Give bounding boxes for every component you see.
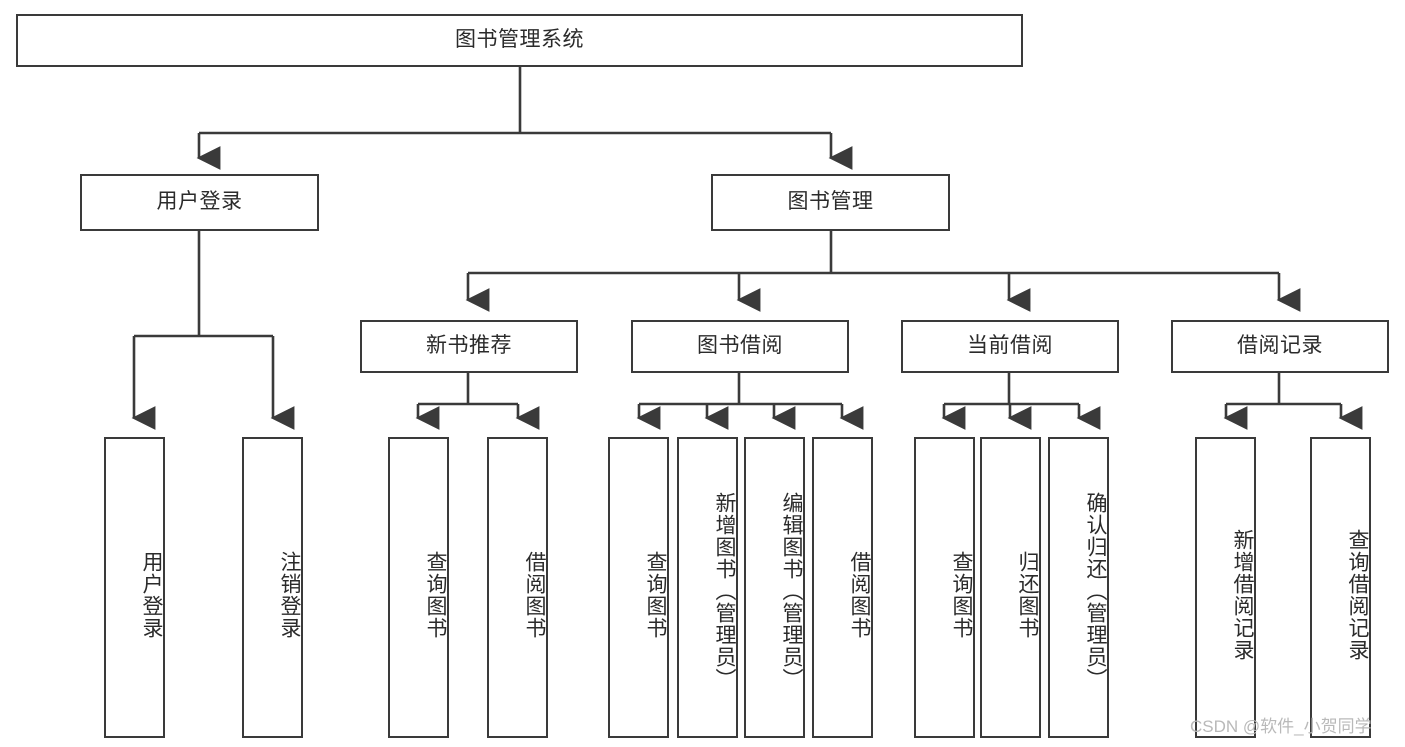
leaf-label: 注销登录 <box>278 550 301 639</box>
node-current-borrow-label: 当前借阅 <box>967 334 1053 358</box>
leaf-label: 用户登录 <box>140 550 163 639</box>
node-borrow-records-label: 借阅记录 <box>1237 334 1323 358</box>
leaf-new-book-query[interactable]: 查询图书 <box>388 437 449 738</box>
leaf-user-login-login[interactable]: 用户登录 <box>104 437 165 738</box>
node-root-label: 图书管理系统 <box>455 28 584 52</box>
leaf-user-login-logout[interactable]: 注销登录 <box>242 437 303 738</box>
node-book-management-label: 图书管理 <box>787 190 874 214</box>
node-book-management[interactable]: 图书管理 <box>711 174 950 231</box>
leaf-borrow-query-book[interactable]: 查询图书 <box>608 437 669 738</box>
node-root[interactable]: 图书管理系统 <box>16 14 1023 67</box>
leaf-current-confirm-return[interactable]: 确认归还（管理员） <box>1048 437 1109 738</box>
leaf-label: 借阅图书 <box>523 550 546 639</box>
leaf-records-add-record[interactable]: 新增借阅记录 <box>1195 437 1256 738</box>
node-current-borrow[interactable]: 当前借阅 <box>901 320 1119 373</box>
leaf-label: 查询借阅记录 <box>1346 528 1369 661</box>
leaf-label: 查询图书 <box>950 550 973 639</box>
leaf-label: 编辑图书（管理员） <box>780 491 803 690</box>
csdn-watermark: CSDN @软件_小贺同学 <box>1190 717 1372 736</box>
node-user-login[interactable]: 用户登录 <box>80 174 319 231</box>
leaf-label: 归还图书 <box>1016 550 1039 639</box>
leaf-borrow-borrow-book[interactable]: 借阅图书 <box>812 437 873 738</box>
node-book-borrow[interactable]: 图书借阅 <box>631 320 849 373</box>
leaf-borrow-add-book[interactable]: 新增图书（管理员） <box>677 437 738 738</box>
leaf-current-query-book[interactable]: 查询图书 <box>914 437 975 738</box>
node-borrow-records[interactable]: 借阅记录 <box>1171 320 1389 373</box>
leaf-label: 借阅图书 <box>848 550 871 639</box>
leaf-new-book-borrow[interactable]: 借阅图书 <box>487 437 548 738</box>
leaf-current-return-book[interactable]: 归还图书 <box>980 437 1041 738</box>
node-user-login-label: 用户登录 <box>156 190 243 214</box>
leaf-label: 查询图书 <box>644 550 667 639</box>
node-book-borrow-label: 图书借阅 <box>697 334 783 358</box>
node-new-book-recommend-label: 新书推荐 <box>426 334 512 358</box>
leaf-label: 新增借阅记录 <box>1231 528 1254 661</box>
leaf-label: 新增图书（管理员） <box>713 491 736 690</box>
leaf-records-query-record[interactable]: 查询借阅记录 <box>1310 437 1371 738</box>
leaf-borrow-edit-book[interactable]: 编辑图书（管理员） <box>744 437 805 738</box>
leaf-label: 查询图书 <box>424 550 447 639</box>
node-new-book-recommend[interactable]: 新书推荐 <box>360 320 578 373</box>
leaf-label: 确认归还（管理员） <box>1084 491 1107 690</box>
